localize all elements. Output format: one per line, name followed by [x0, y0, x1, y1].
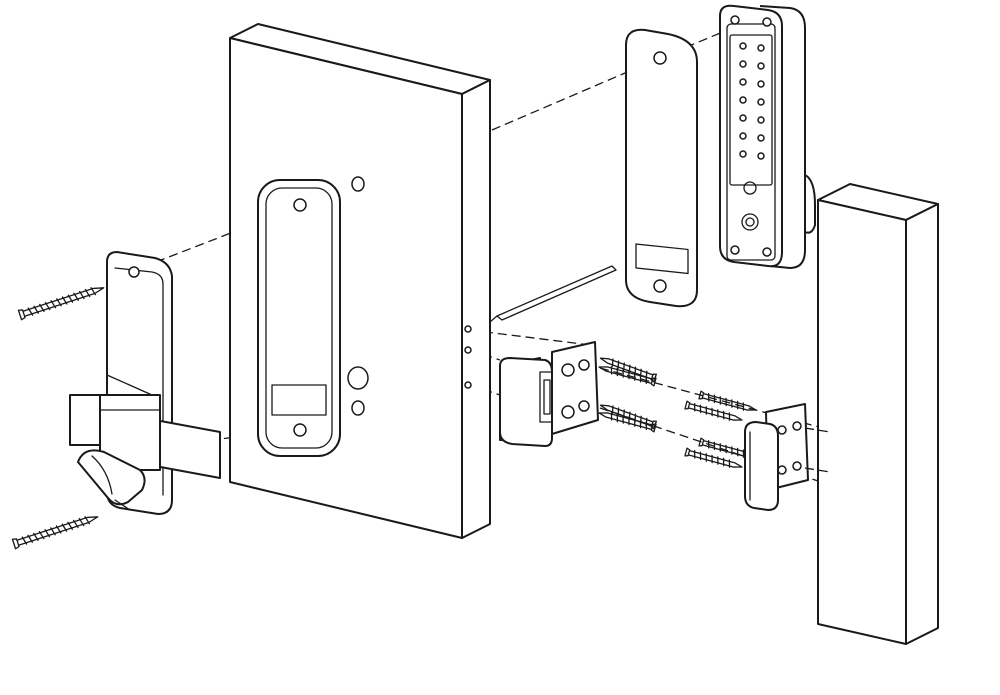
- door-leaf: [229, 23, 491, 539]
- door-hole-top: [351, 176, 365, 192]
- bracket-screws: [597, 353, 658, 433]
- pilot-holes: [464, 325, 472, 389]
- spindle: [489, 265, 617, 323]
- inner-lock: [69, 251, 221, 515]
- long-screw-bottom: [11, 511, 100, 550]
- door-hole-bottom: [351, 400, 365, 416]
- keypad-buttons: [739, 42, 765, 160]
- outer-plate: [625, 28, 698, 308]
- thumb-turn: [77, 449, 146, 506]
- long-screw-top: [17, 282, 106, 321]
- door-cutout: [257, 179, 341, 457]
- latch-bracket: [499, 341, 599, 447]
- outer-keypad: [719, 4, 816, 269]
- door-frame-post: [817, 183, 939, 645]
- door-hole-spindle: [347, 366, 369, 390]
- keypad-knob: [804, 174, 816, 234]
- strike-plate: [744, 403, 831, 511]
